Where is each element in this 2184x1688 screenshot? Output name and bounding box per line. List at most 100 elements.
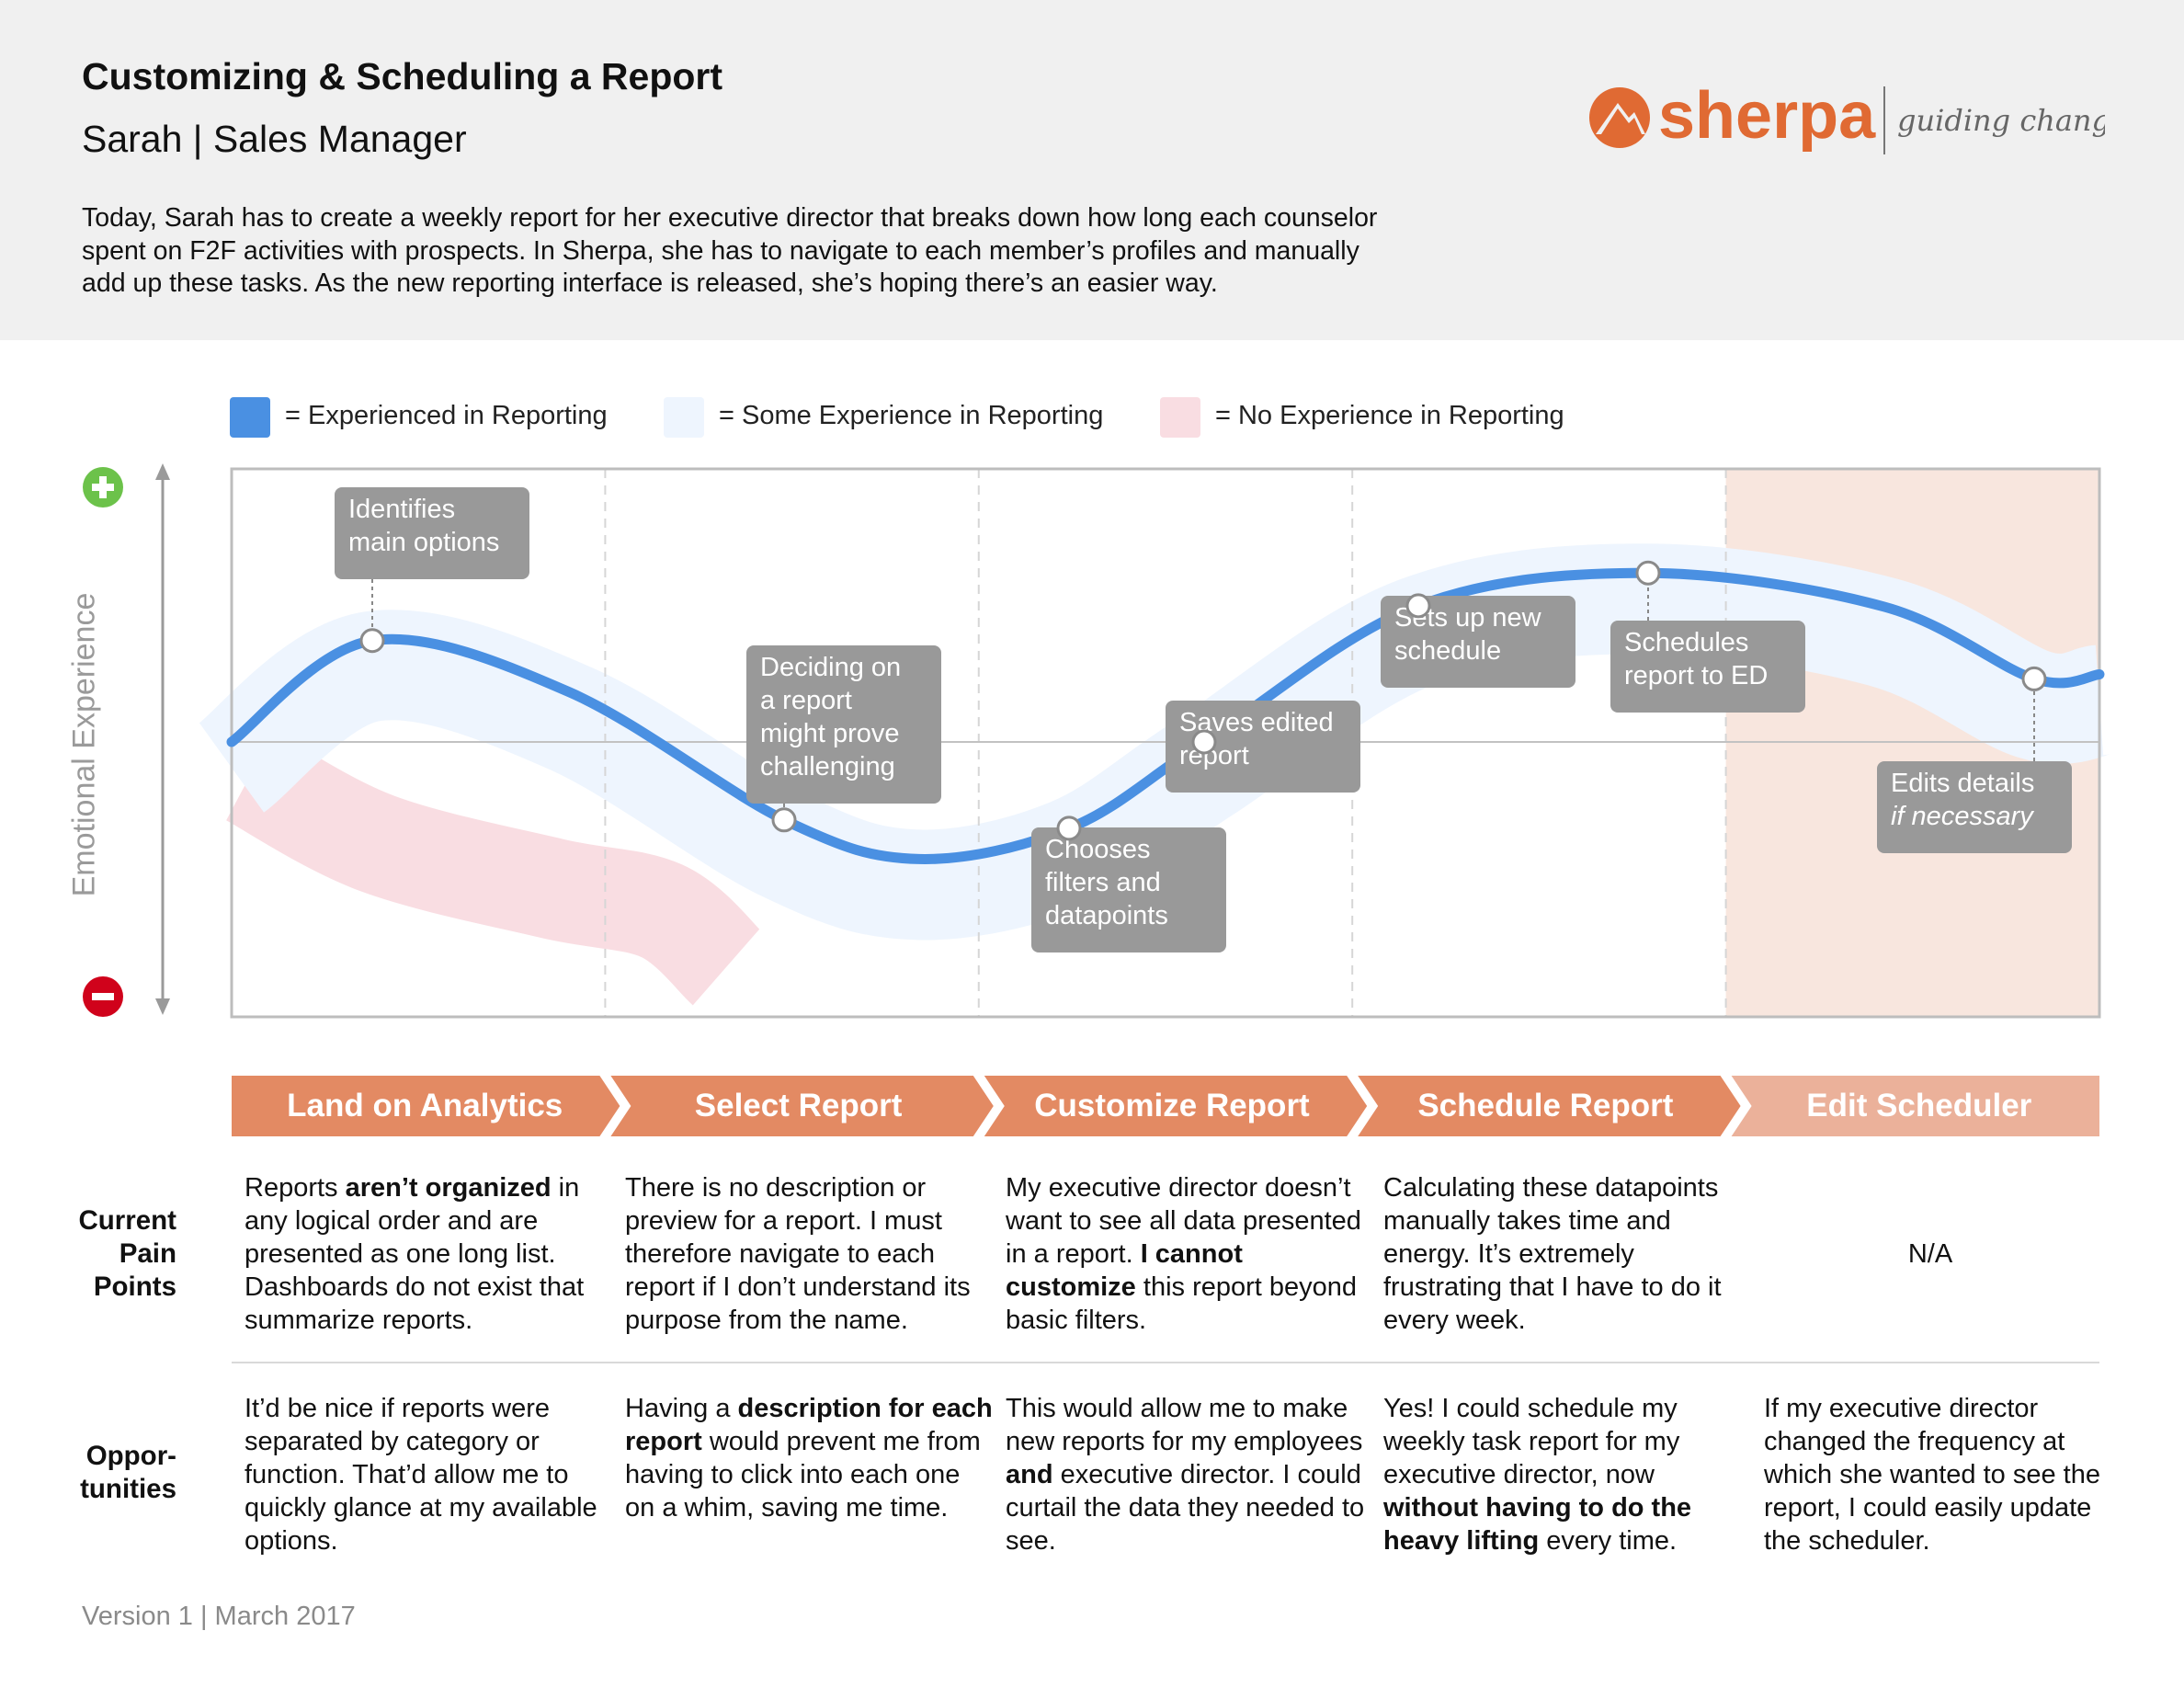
touchpoint-label-line: Edits details	[1891, 769, 2034, 798]
legend-label: = Experienced in Reporting	[285, 401, 608, 430]
touchpoint-marker	[1405, 593, 1431, 619]
touchpoint-1: Identifies main options	[335, 487, 529, 654]
touchpoint-label-line: Schedules	[1624, 628, 1748, 657]
y-axis-arrow-down	[155, 998, 170, 1015]
touchpoint-6: Schedules report to ED	[1610, 560, 1805, 713]
legend-swatch	[664, 397, 704, 438]
experience-curve	[226, 567, 2105, 864]
minus-circle-icon	[83, 976, 123, 1017]
row-label-line: Points	[93, 1272, 176, 1302]
pain-point-cell: Calculating these datapoints manually ta…	[1383, 1171, 1751, 1337]
phase-label: Customize Report	[1034, 1088, 1310, 1123]
emphasis-text: description for each report	[625, 1394, 993, 1456]
persona-subtitle: Sarah | Sales Manager	[82, 118, 467, 160]
emphasis-text: without having to do the heavy lifting	[1383, 1493, 1692, 1556]
emphasis-text: I cannot customize	[1006, 1239, 1243, 1302]
row-label-line: Pain	[119, 1238, 176, 1269]
touchpoint-label-line: if necessary	[1891, 802, 2034, 831]
cell-text: There is no description or preview for a…	[625, 1173, 971, 1335]
y-axis-arrow-up	[155, 463, 170, 480]
cell-text: It’d be nice if reports were separated b…	[245, 1394, 597, 1556]
phase-label: Select Report	[694, 1088, 903, 1123]
cell-text: would prevent me from having to click in…	[625, 1427, 981, 1523]
cell-text: Having a	[625, 1394, 738, 1423]
pain-point-cell: There is no description or preview for a…	[625, 1171, 993, 1337]
plus-bar-v	[99, 476, 107, 498]
phase-chevron	[984, 1076, 1368, 1136]
phase-chevron	[232, 1076, 620, 1136]
cell-text: N/A	[1907, 1239, 1953, 1269]
plus-circle-icon	[83, 467, 123, 508]
intro-line: add up these tasks. As the new reporting…	[82, 268, 1218, 298]
touchpoint-label-line: filters and	[1045, 868, 1161, 897]
cell-text: My executive director doesn’t want to se…	[1006, 1173, 1361, 1269]
touchpoint-label-line: Deciding on	[760, 653, 901, 682]
intro-line: Today, Sarah has to create a weekly repo…	[82, 203, 1378, 233]
scenario-intro: Today, Sarah has to create a weekly repo…	[82, 202, 1479, 301]
opportunity-cell: It’d be nice if reports were separated b…	[245, 1392, 612, 1557]
cell-text: Calculating these datapoints manually ta…	[1383, 1173, 1722, 1335]
legend-label: = Some Experience in Reporting	[719, 401, 1104, 430]
phase-chevron	[1358, 1076, 1741, 1136]
minus-bar	[92, 993, 114, 1000]
row-label-line: tunities	[80, 1474, 176, 1504]
touchpoint-label-box	[1166, 701, 1360, 793]
header-band	[0, 0, 2184, 340]
cell-text: in any logical order and are presented a…	[245, 1173, 585, 1335]
cell-text: If my executive director changed the fre…	[1764, 1394, 2100, 1556]
cell-text: Reports	[245, 1173, 346, 1203]
phase-chevron	[1731, 1076, 2099, 1136]
cell-text: this report beyond basic filters.	[1006, 1272, 1358, 1335]
phase-label: Edit Scheduler	[1806, 1088, 2032, 1123]
touchpoint-marker	[1635, 560, 1661, 586]
touchpoint-label-line: datapoints	[1045, 901, 1168, 930]
legend-label: = No Experience in Reporting	[1215, 401, 1564, 430]
touchpoint-label-box	[1381, 596, 1575, 688]
touchpoint-label-line: schedule	[1394, 636, 1501, 666]
touchpoint-marker	[359, 628, 385, 654]
version-footer: Version 1 | March 2017	[82, 1602, 356, 1631]
legend-swatch	[1160, 397, 1200, 438]
pain-point-cell: N/A	[1746, 1237, 2114, 1271]
phase-bar: Land on Analytics Select Report Customize …	[232, 1076, 2099, 1136]
opportunity-cell: Yes! I could schedule my weekly task rep…	[1383, 1392, 1751, 1557]
phase-chevrons	[232, 1076, 2099, 1136]
opportunity-cell: Having a description for each report wou…	[625, 1392, 993, 1524]
logo-tagline: guiding change	[1897, 103, 2105, 138]
cell-text: every time.	[1539, 1526, 1678, 1556]
touchpoint-marker	[2021, 666, 2047, 691]
touchpoint-label-line: Identifies	[348, 495, 455, 524]
row-label-line: Current	[78, 1205, 176, 1236]
touchpoint-label-line: challenging	[760, 752, 895, 781]
touchpoint-label-box	[746, 645, 941, 804]
no-experience-band	[225, 731, 762, 1006]
intro-line: spent on F2F activities with prospects. …	[82, 235, 1359, 266]
logo-wordmark: sherpa	[1658, 79, 1876, 153]
pain-points-row-label: Current Pain Points	[78, 1204, 176, 1304]
sherpa-logo: sherpa guiding change	[1589, 79, 2105, 154]
phase-chevron	[610, 1076, 994, 1136]
phase-label: Land on Analytics	[287, 1088, 563, 1123]
touchpoint-label-line: report to ED	[1624, 661, 1768, 690]
row-label-line: Oppor-	[85, 1441, 176, 1471]
touchpoint-marker	[1056, 815, 1082, 841]
touchpoint-marker	[1191, 729, 1217, 755]
touchpoint-7: Edits details if necessary	[1877, 666, 2072, 853]
pain-point-cell: My executive director doesn’t want to se…	[1006, 1171, 1373, 1337]
opportunities-row-label: Oppor- tunities	[80, 1440, 176, 1506]
touchpoint-label-box	[1877, 761, 2072, 853]
legend-swatch	[230, 397, 270, 438]
pain-point-cell: Reports aren’t organized in any logical …	[245, 1171, 612, 1337]
cell-text: Yes! I could schedule my weekly task rep…	[1383, 1394, 1680, 1489]
touchpoint-label-line: a report	[760, 686, 852, 715]
row-divider	[232, 1362, 2099, 1363]
touchpoint-label-line: main options	[348, 528, 499, 557]
emphasis-text: aren’t organized	[345, 1173, 552, 1203]
phase-label: Schedule Report	[1417, 1088, 1674, 1123]
opportunity-cell: This would allow me to make new reports …	[1006, 1392, 1373, 1557]
